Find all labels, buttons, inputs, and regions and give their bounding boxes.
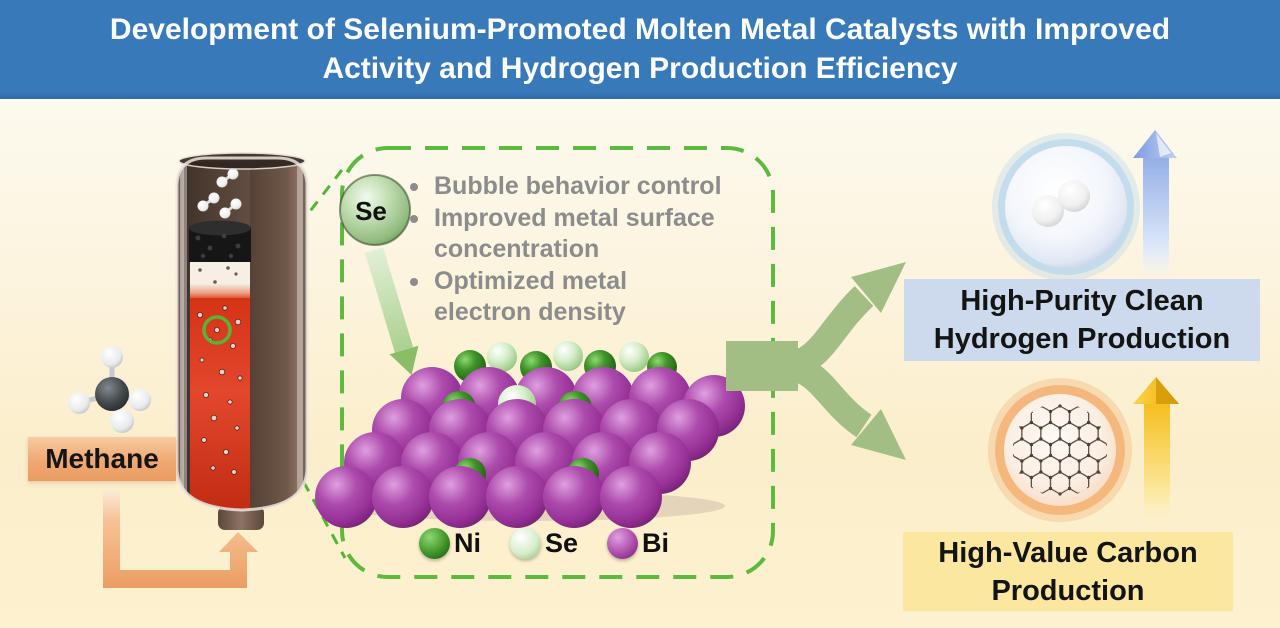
callout-line-top bbox=[223, 165, 347, 322]
legend-label-bi: Bi bbox=[642, 528, 670, 558]
molten-metal bbox=[190, 284, 250, 510]
melt-bubbles bbox=[196, 305, 243, 475]
carbon-crust bbox=[189, 220, 251, 262]
branch-arrow bbox=[726, 262, 906, 460]
magnifier-circle bbox=[202, 315, 232, 345]
se-label: Se bbox=[355, 196, 387, 226]
catalyst-lattice bbox=[315, 341, 745, 528]
methane-molecule bbox=[68, 346, 151, 433]
bullet-text-line: Optimized metal bbox=[434, 267, 628, 295]
mechanism-panel-border bbox=[340, 146, 775, 579]
h2-molecule bbox=[1032, 180, 1090, 227]
reactor-opening bbox=[178, 152, 306, 170]
se-down-arrow bbox=[364, 247, 419, 375]
bullet-dot bbox=[410, 278, 418, 286]
methane-label: Methane bbox=[28, 437, 176, 481]
graphene-lattice bbox=[1013, 404, 1107, 496]
legend-item-se: Se bbox=[510, 528, 578, 559]
ni-sphere-icon bbox=[419, 528, 450, 559]
reactor-bottom-nub bbox=[218, 506, 264, 530]
legend-item-bi: Bi bbox=[607, 528, 669, 559]
graphene-badge bbox=[988, 378, 1132, 522]
title-line-1: Development of Selenium-Promoted Molten … bbox=[109, 13, 1171, 46]
bullet-item-electron-density: Optimized metal electron density bbox=[410, 266, 766, 328]
methane-flow-arrow bbox=[103, 490, 258, 588]
carbon-up-arrow bbox=[1133, 377, 1179, 524]
reactor-cutaway-face bbox=[250, 166, 302, 510]
bi-sphere-icon bbox=[607, 528, 639, 559]
bullet-text-line: Bubble behavior control bbox=[434, 172, 722, 200]
legend-label-ni: Ni bbox=[454, 528, 481, 558]
hydrogen-box-line-1: High-Purity Clean bbox=[960, 285, 1204, 317]
hydrogen-molecule-badge bbox=[992, 133, 1140, 281]
carbon-box-line-2: Production bbox=[991, 575, 1145, 607]
bullet-text-line: concentration bbox=[434, 235, 600, 263]
legend-item-ni: Ni bbox=[419, 528, 481, 559]
bullet-dot bbox=[410, 215, 418, 223]
title-banner: Development of Selenium-Promoted Molten … bbox=[0, 0, 1280, 99]
title-line-2: Activity and Hydrogen Production Efficie… bbox=[322, 52, 958, 85]
bullet-text-line: electron density bbox=[434, 298, 626, 326]
hydrogen-production-box: High-Purity Clean Hydrogen Production bbox=[904, 279, 1260, 361]
legend-label-se: Se bbox=[545, 528, 579, 558]
mechanism-bullet-list: Bubble behavior control Improved metal s… bbox=[410, 171, 766, 329]
gas-bubbles bbox=[197, 168, 242, 219]
bullet-item-surface-concentration: Improved metal surface concentration bbox=[410, 203, 766, 265]
bullet-dot bbox=[410, 183, 418, 191]
hydrogen-box-line-2: Hydrogen Production bbox=[933, 323, 1231, 355]
bullet-item-bubble-behavior: Bubble behavior control bbox=[410, 171, 766, 202]
bullet-text-line: Improved metal surface bbox=[434, 204, 715, 232]
lattice-legend: Ni Se Bi bbox=[419, 528, 669, 559]
reactor-tube bbox=[175, 152, 309, 530]
hydrogen-up-arrow bbox=[1133, 130, 1177, 278]
carbon-box-line-1: High-Value Carbon bbox=[938, 537, 1198, 569]
carbon-production-box: High-Value Carbon Production bbox=[903, 532, 1233, 611]
se-sphere: Se bbox=[339, 174, 411, 246]
se-sphere-icon bbox=[510, 528, 541, 559]
